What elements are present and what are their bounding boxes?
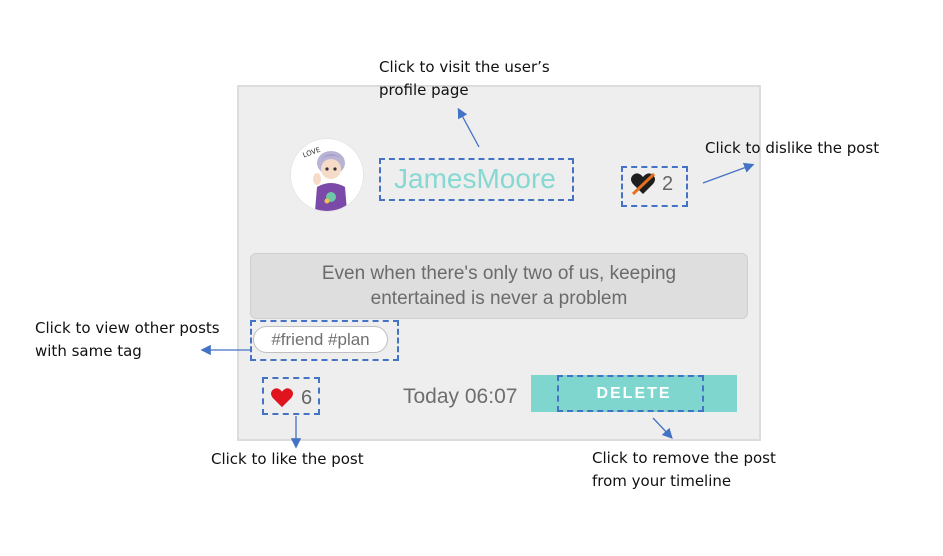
username-link[interactable]: JamesMoore [394,163,556,194]
broken-heart-icon [631,172,656,196]
post-text-content: Even when there's only two of us, keepin… [321,263,677,309]
tag-annotation-line2: with same tag [35,342,142,360]
profile-annotation: Click to visit the user’s profile page [379,56,550,102]
avatar-icon: LOVE [291,139,363,211]
profile-annotation-line2: profile page [379,81,469,99]
post-timestamp: Today 06:07 [403,385,518,408]
delete-annotation: Click to remove the post from your timel… [592,447,776,493]
heart-icon [271,388,293,408]
tag-annotation-line1: Click to view other posts [35,319,220,337]
tag-link[interactable]: #friend #plan [253,326,388,353]
user-avatar[interactable]: LOVE [291,139,363,211]
delete-annotation-line2: from your timeline [592,472,732,490]
dislike-annotation: Click to dislike the post [705,139,880,157]
like-count: 6 [301,386,313,409]
profile-annotation-line1: Click to visit the user’s [379,58,550,76]
like-button[interactable]: 6 [270,384,312,412]
delete-annotation-line1: Click to remove the post [592,449,776,467]
like-annotation: Click to like the post [211,450,364,468]
dislike-button[interactable]: 2 [630,169,673,199]
post-text: Even when there's only two of us, keepin… [250,253,748,319]
dislike-count: 2 [662,172,674,195]
tag-annotation: Click to view other posts with same tag [35,317,220,363]
